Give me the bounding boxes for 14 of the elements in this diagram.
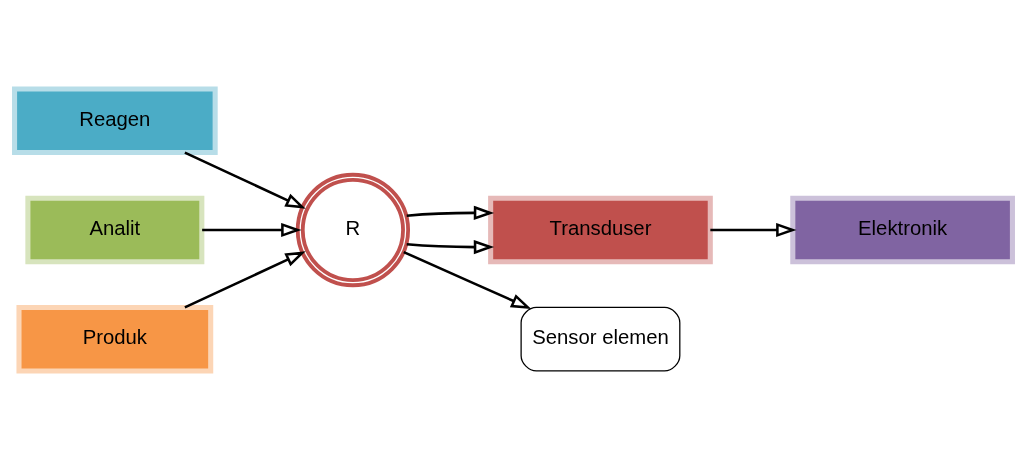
arrow [406,239,495,254]
arrow [202,222,302,237]
arrow [710,222,797,237]
node-box: Elektronik [790,195,1015,264]
arrow [184,250,306,308]
arrow [403,250,532,309]
arrow [406,205,495,220]
node-circle: R [295,172,411,287]
node-box: Produk [16,304,214,373]
node-box: Reagen [12,86,218,155]
arrow [184,151,306,209]
node-box: Sensor elemen [520,306,681,372]
node-box: Analit [25,195,205,264]
node-box: Transduser [488,195,713,264]
